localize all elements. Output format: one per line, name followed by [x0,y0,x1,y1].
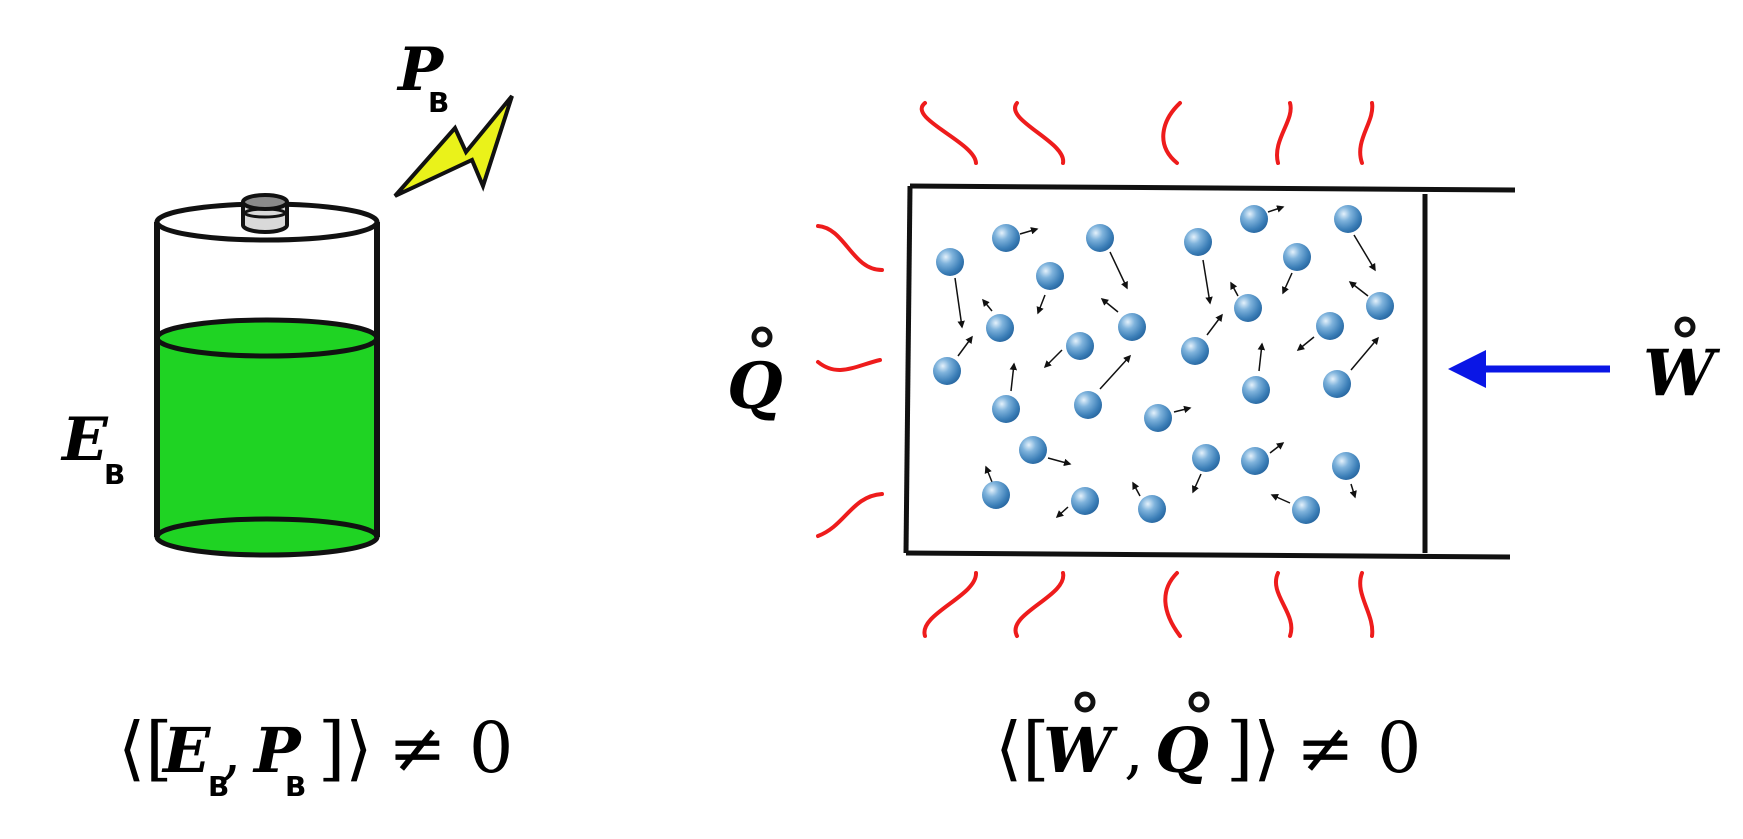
work-dot-icon [1674,316,1696,338]
gas-commutator-open: ⟨[ [995,707,1050,789]
commutator-relation: ≠ 0 [388,707,513,789]
battery-charge-surface [154,317,380,359]
battery-charge-fill [157,333,377,555]
particle [1184,228,1213,305]
power-label: P B [396,35,449,119]
work-rate-label: W [1643,316,1721,411]
particle [1055,487,1099,519]
work-symbol: W [1643,336,1721,411]
energy-subscript: B [104,458,125,491]
heat-wave-bottom-2 [1013,571,1066,638]
gas-commutator-work: W [1043,714,1118,787]
particle [1230,281,1262,322]
particle [1332,452,1360,499]
heat-wave-left-3 [816,492,884,538]
particle [1323,336,1379,398]
heat-rate-label: Q [727,326,783,424]
power-symbol: P [396,35,445,105]
particle [1282,243,1311,295]
commutator-power: P [252,714,303,787]
particle [1043,332,1094,369]
heat-wave-bottom-3 [1163,571,1182,638]
particle [1241,442,1285,475]
particle [1019,436,1072,467]
particle [1074,354,1132,419]
gas-commutator-formula: ⟨[ W , Q ]⟩ ≠ 0 [995,691,1421,789]
commutator-power-subscript: B [285,770,306,803]
particle [1334,205,1376,272]
commutator-open: ⟨[ [118,707,173,789]
gas-container [903,183,1516,560]
heat-dot-icon [751,326,773,348]
heat-symbol: Q [727,349,783,424]
heat-wave-bottom-4 [1274,571,1294,638]
particle [1100,298,1146,341]
battery-terminal [241,193,289,234]
heat-wave-top-3 [1161,101,1182,165]
gas-commutator-heat-dot-icon [1188,691,1210,713]
particle [1181,313,1223,365]
particle [992,362,1020,423]
heat-wave-bottom-5 [1358,571,1375,638]
particle [1086,224,1128,290]
gas-particles [933,205,1394,524]
particle [933,335,973,385]
heat-wave-top-1 [919,101,978,165]
work-arrow [1448,350,1610,388]
commutator-close: ]⟩ [318,707,373,789]
particle [1270,494,1320,524]
particle [1242,342,1270,404]
particle [1144,404,1192,432]
heat-wave-top-4 [1275,101,1293,165]
particle [1192,444,1220,494]
energy-symbol: E [60,405,109,475]
heat-wave-bottom-1 [922,571,979,638]
gas-commutator-relation: ≠ 0 [1296,707,1421,789]
heat-waves [816,101,1375,638]
particle [992,224,1039,252]
heat-wave-top-2 [1013,101,1066,165]
heat-wave-left-2 [816,358,882,372]
container-top-wall [909,183,1516,193]
container-left-wall [903,185,913,554]
particle [1132,481,1166,523]
heat-wave-left-1 [816,224,884,272]
particle [1240,205,1285,233]
commutator-comma: , [222,714,242,787]
power-subscript: B [428,86,449,119]
particle [1296,312,1344,351]
gas-commutator-heat: Q [1155,714,1209,787]
battery-bottom [154,516,380,558]
container-bottom-wall [905,550,1511,560]
particle [936,248,965,329]
energy-label: E B [60,405,125,491]
particle [982,298,1014,342]
particle [1348,281,1394,320]
commutator-energy-subscript: B [208,770,229,803]
gas-commutator-comma: , [1124,714,1144,787]
gas-commutator-close: ]⟩ [1226,707,1281,789]
particle [982,465,1010,509]
particle [1036,262,1064,315]
lightning-bolt-icon [393,94,514,198]
gas-commutator-work-dot-icon [1074,691,1096,713]
heat-wave-top-5 [1358,101,1375,165]
battery-commutator-formula: ⟨[ E B , P B ]⟩ ≠ 0 [118,707,513,803]
battery [154,94,514,558]
commutator-energy: E [161,714,211,787]
